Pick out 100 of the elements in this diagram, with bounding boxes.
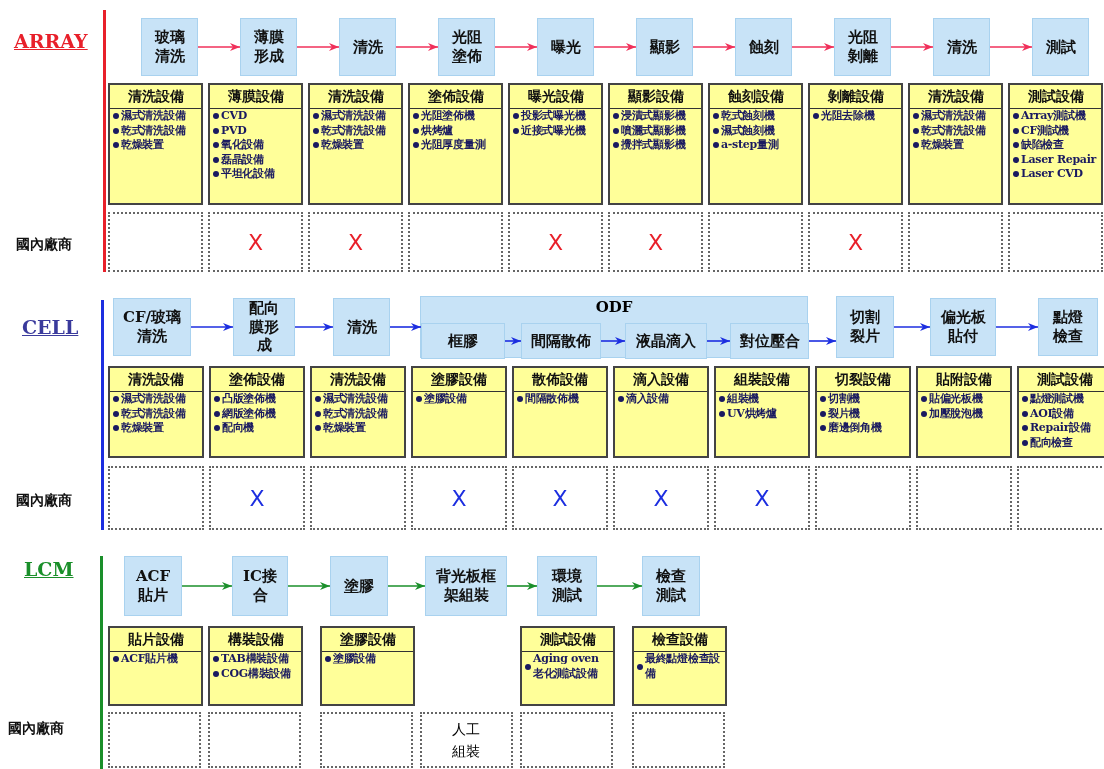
arrow [593, 43, 637, 51]
card-heading: 塗佈設備 [410, 85, 501, 109]
vendor-box [408, 212, 503, 272]
equipment-item: 噴灑式顯影機 [621, 123, 686, 138]
equipment-card [808, 83, 903, 205]
equipment-item: 乾式清洗設備 [921, 123, 986, 138]
vendor-box [208, 212, 303, 272]
step-label: 顯影 [649, 37, 680, 57]
arrow [294, 323, 334, 331]
arrow [995, 323, 1039, 331]
vendor-box [916, 466, 1012, 530]
section-heading: CELL [22, 316, 79, 338]
process-box [124, 556, 182, 616]
step-label: ACF貼片 [134, 567, 172, 605]
cross-mark: X [547, 229, 564, 255]
step-label: 框膠 [448, 331, 478, 351]
process-box [625, 323, 707, 359]
card-heading: 貼附設備 [918, 368, 1010, 392]
arrow [600, 337, 626, 345]
equipment-item: Aging oven 老化測試設備 [533, 652, 600, 682]
cross-mark: X [347, 229, 364, 255]
process-box [642, 556, 700, 616]
equipment-item: 配向機 [222, 421, 255, 436]
vendor-box [613, 466, 709, 530]
arrow [706, 337, 731, 345]
arrow [506, 582, 538, 590]
step-label: 曝光 [550, 37, 581, 57]
step-label: 間隔散佈 [531, 331, 591, 351]
arrow [890, 43, 934, 51]
cross-mark: X [451, 485, 467, 511]
arrow [287, 582, 331, 590]
process-box [537, 556, 597, 616]
vendor-box [411, 466, 507, 530]
step-label: 環境測試 [550, 567, 583, 605]
vendor-box [508, 212, 603, 272]
arrow [387, 582, 426, 590]
vendor-box [320, 712, 413, 768]
section-heading: ARRAY [14, 30, 88, 52]
vendor-box [512, 466, 608, 530]
equipment-item: CF測試機 [1021, 123, 1070, 138]
arrow [190, 323, 234, 331]
step-label: 塗膠 [344, 576, 374, 596]
equipment-item: 塗膠設備 [333, 652, 376, 667]
equipment-card [209, 366, 305, 458]
process-box [933, 18, 990, 76]
equipment-item: a-step量測 [721, 138, 779, 153]
equipment-item: 氧化設備 [221, 138, 264, 153]
vendor-box [209, 466, 305, 530]
equipment-item: 近接式曝光機 [521, 123, 586, 139]
vendor-box [108, 466, 204, 530]
card-heading: 檢查設備 [634, 628, 725, 652]
step-label: CF/玻璃清洗 [122, 308, 182, 346]
equipment-item: 間隔散佈機 [525, 392, 579, 407]
equipment-item: 乾燥裝置 [321, 138, 364, 153]
vendor-box [308, 212, 403, 272]
card-heading: 清洗設備 [110, 85, 201, 109]
step-label: 液晶滴入 [636, 331, 696, 351]
arrow [692, 43, 736, 51]
equipment-item: AOI設備 [1030, 406, 1074, 421]
process-box [834, 18, 891, 76]
equipment-item: 點燈測試機 [1030, 392, 1084, 407]
process-box [521, 323, 601, 359]
step-label: 光阻塗佈 [450, 28, 483, 66]
equipment-item: 烘烤爐 [421, 123, 454, 138]
card-heading: 構裝設備 [210, 628, 301, 652]
equipment-card [916, 366, 1012, 458]
equipment-card [108, 626, 203, 706]
cross-mark: X [552, 485, 568, 511]
process-box [930, 298, 996, 356]
equipment-item: 缺陷檢查 [1021, 138, 1064, 153]
group-title: ODF [594, 298, 634, 316]
process-box [438, 18, 495, 76]
step-label: 薄膜形成 [252, 28, 285, 66]
cross-mark: X [847, 229, 864, 255]
equipment-item: ACF貼片機 [121, 652, 178, 667]
step-label: 背光板框架組裝 [435, 567, 497, 605]
card-heading: 測試設備 [522, 628, 613, 652]
card-heading: 曝光設備 [510, 85, 601, 109]
process-box [240, 18, 297, 76]
equipment-card [508, 83, 603, 205]
process-box [233, 298, 295, 356]
process-box [339, 18, 396, 76]
equipment-card [308, 83, 403, 205]
equipment-item: UV烘烤爐 [727, 406, 777, 422]
card-heading: 滴入設備 [615, 368, 707, 392]
card-heading: 清洗設備 [312, 368, 404, 392]
equipment-item: COG構裝設備 [221, 666, 291, 682]
vendor-box [608, 212, 703, 272]
equipment-item: Repair設備 [1030, 421, 1091, 436]
equipment-card [815, 366, 911, 458]
row-label: 國內廠商 [16, 492, 72, 510]
equipment-card [208, 83, 303, 205]
section-heading: LCM [24, 558, 74, 580]
arrow [791, 43, 835, 51]
card-heading: 塗膠設備 [322, 628, 413, 652]
arrow [494, 43, 538, 51]
cross-mark: X [754, 485, 770, 511]
equipment-item: 乾式蝕刻機 [721, 109, 775, 124]
process-box [425, 556, 507, 616]
equipment-item: TAB構裝設備 [221, 652, 289, 667]
